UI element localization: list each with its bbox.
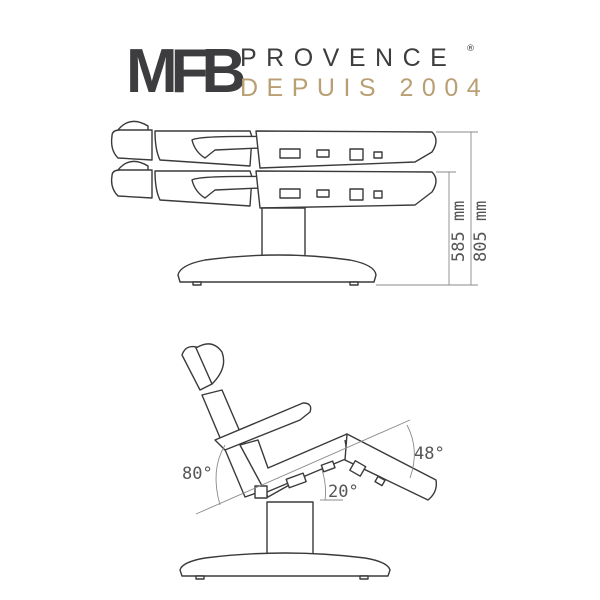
angle-annotations: 80° 20° 48° <box>182 419 445 515</box>
logo-registered: ® <box>466 44 475 54</box>
seat-angle-label: 20° <box>328 482 359 502</box>
legrest-angle-label: 48° <box>414 444 445 464</box>
logo-name: PROVENCE <box>240 44 457 72</box>
logo-mark: MFB <box>126 37 246 106</box>
chair-flat-low <box>110 160 478 286</box>
backrest-angle-label: 80° <box>182 464 213 484</box>
logo-tagline: DEPUIS 2004 <box>240 74 490 102</box>
chair-reclined <box>179 343 438 580</box>
min-height-label: 585 mm <box>449 201 469 262</box>
height-dimensions: 585 mm 805 mm <box>448 132 491 285</box>
chair-flat-high <box>110 120 478 169</box>
max-height-label: 805 mm <box>471 201 491 262</box>
